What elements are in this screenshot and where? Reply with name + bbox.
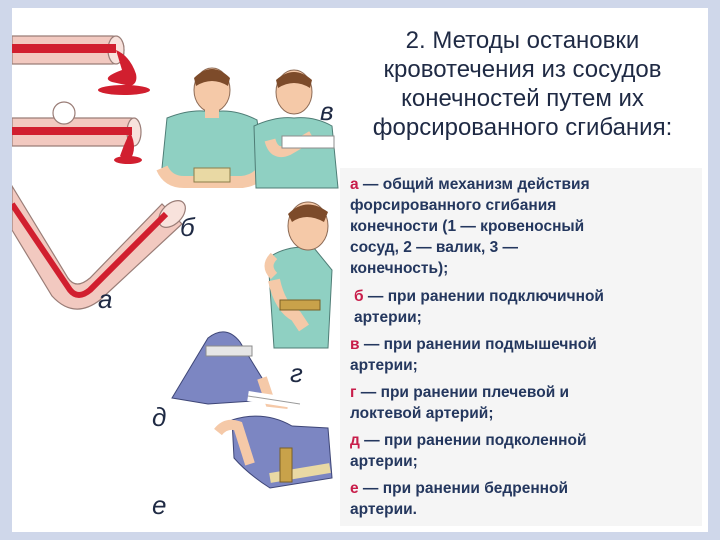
frame-right (708, 0, 720, 540)
legend-text: — при ранении подколенной (359, 432, 587, 449)
legend-text: — при ранении подмышечной (359, 336, 597, 353)
frame-bottom (0, 532, 720, 540)
figure-label-e: е (152, 490, 166, 520)
legend-text: артерии; (350, 453, 418, 470)
legend-text: артерии. (350, 501, 417, 518)
figure-e-hip-flexed (214, 415, 333, 489)
legend-letter: д (350, 432, 360, 449)
figure-label-a: а (98, 284, 112, 314)
legend-text: — общий механизм действия (358, 176, 590, 193)
legend-text: — при ранении плечевой и (356, 384, 570, 401)
legend-panel: а — общий механизм действия форсированно… (340, 168, 702, 526)
frame-top (0, 0, 720, 8)
vessel-diagram-bent (12, 184, 186, 310)
legend-text: — при ранении бедренной (358, 480, 569, 497)
frame-left (0, 0, 12, 540)
legend-item-g: г — при ранении плечевой и локтевой арте… (350, 382, 700, 424)
figure-d-knee-flexed (171, 331, 301, 409)
illustration-panel: а б в г д е (12, 35, 339, 520)
legend-item-a: а — общий механизм действия форсированно… (350, 174, 700, 279)
legend-text: локтевой артерий; (350, 405, 494, 422)
figure-g-side-view (264, 201, 333, 349)
title-line: форсированного сгибания: (372, 114, 673, 141)
legend-text: конечность); (350, 260, 449, 277)
legend-letter: е (350, 480, 359, 497)
legend-letter: б (354, 288, 364, 305)
legend-text: форсированного сгибания (350, 197, 557, 214)
vessel-diagram-open (12, 35, 150, 95)
figure-v-front-view (253, 69, 339, 189)
legend-item-e: е — при ранении бедренной артерии. (350, 478, 700, 520)
title-line: кровотечения из сосудов (383, 56, 662, 83)
legend-item-b: б — при ранении подключичной артерии; (354, 286, 704, 328)
figure-label-g: г (290, 358, 303, 388)
title-line: конечностей путем их (401, 85, 644, 112)
legend-item-d: д — при ранении подколенной артерии; (350, 430, 700, 472)
figure-b-back-view (156, 67, 270, 188)
legend-text: сосуд, 2 — валик, 3 — (350, 239, 519, 256)
legend-text: артерии; (354, 309, 422, 326)
legend-text: артерии; (350, 357, 418, 374)
legend-letter: а (350, 176, 359, 193)
vessel-diagram-compressed (12, 101, 142, 164)
legend-item-v: в — при ранении подмышечной артерии; (350, 334, 700, 376)
slide-title: 2. Методы остановки кровотечения из сосу… (340, 26, 705, 142)
figure-label-v: в (320, 96, 334, 126)
figure-label-b: б (180, 212, 196, 242)
legend-letter: г (350, 384, 357, 401)
legend-letter: в (350, 336, 360, 353)
figure-label-d: д (152, 402, 166, 432)
legend-text: конечности (1 — кровеносный (350, 218, 585, 235)
title-line: 2. Методы остановки (405, 27, 640, 54)
legend-text: — при ранении подключичной (363, 288, 604, 305)
